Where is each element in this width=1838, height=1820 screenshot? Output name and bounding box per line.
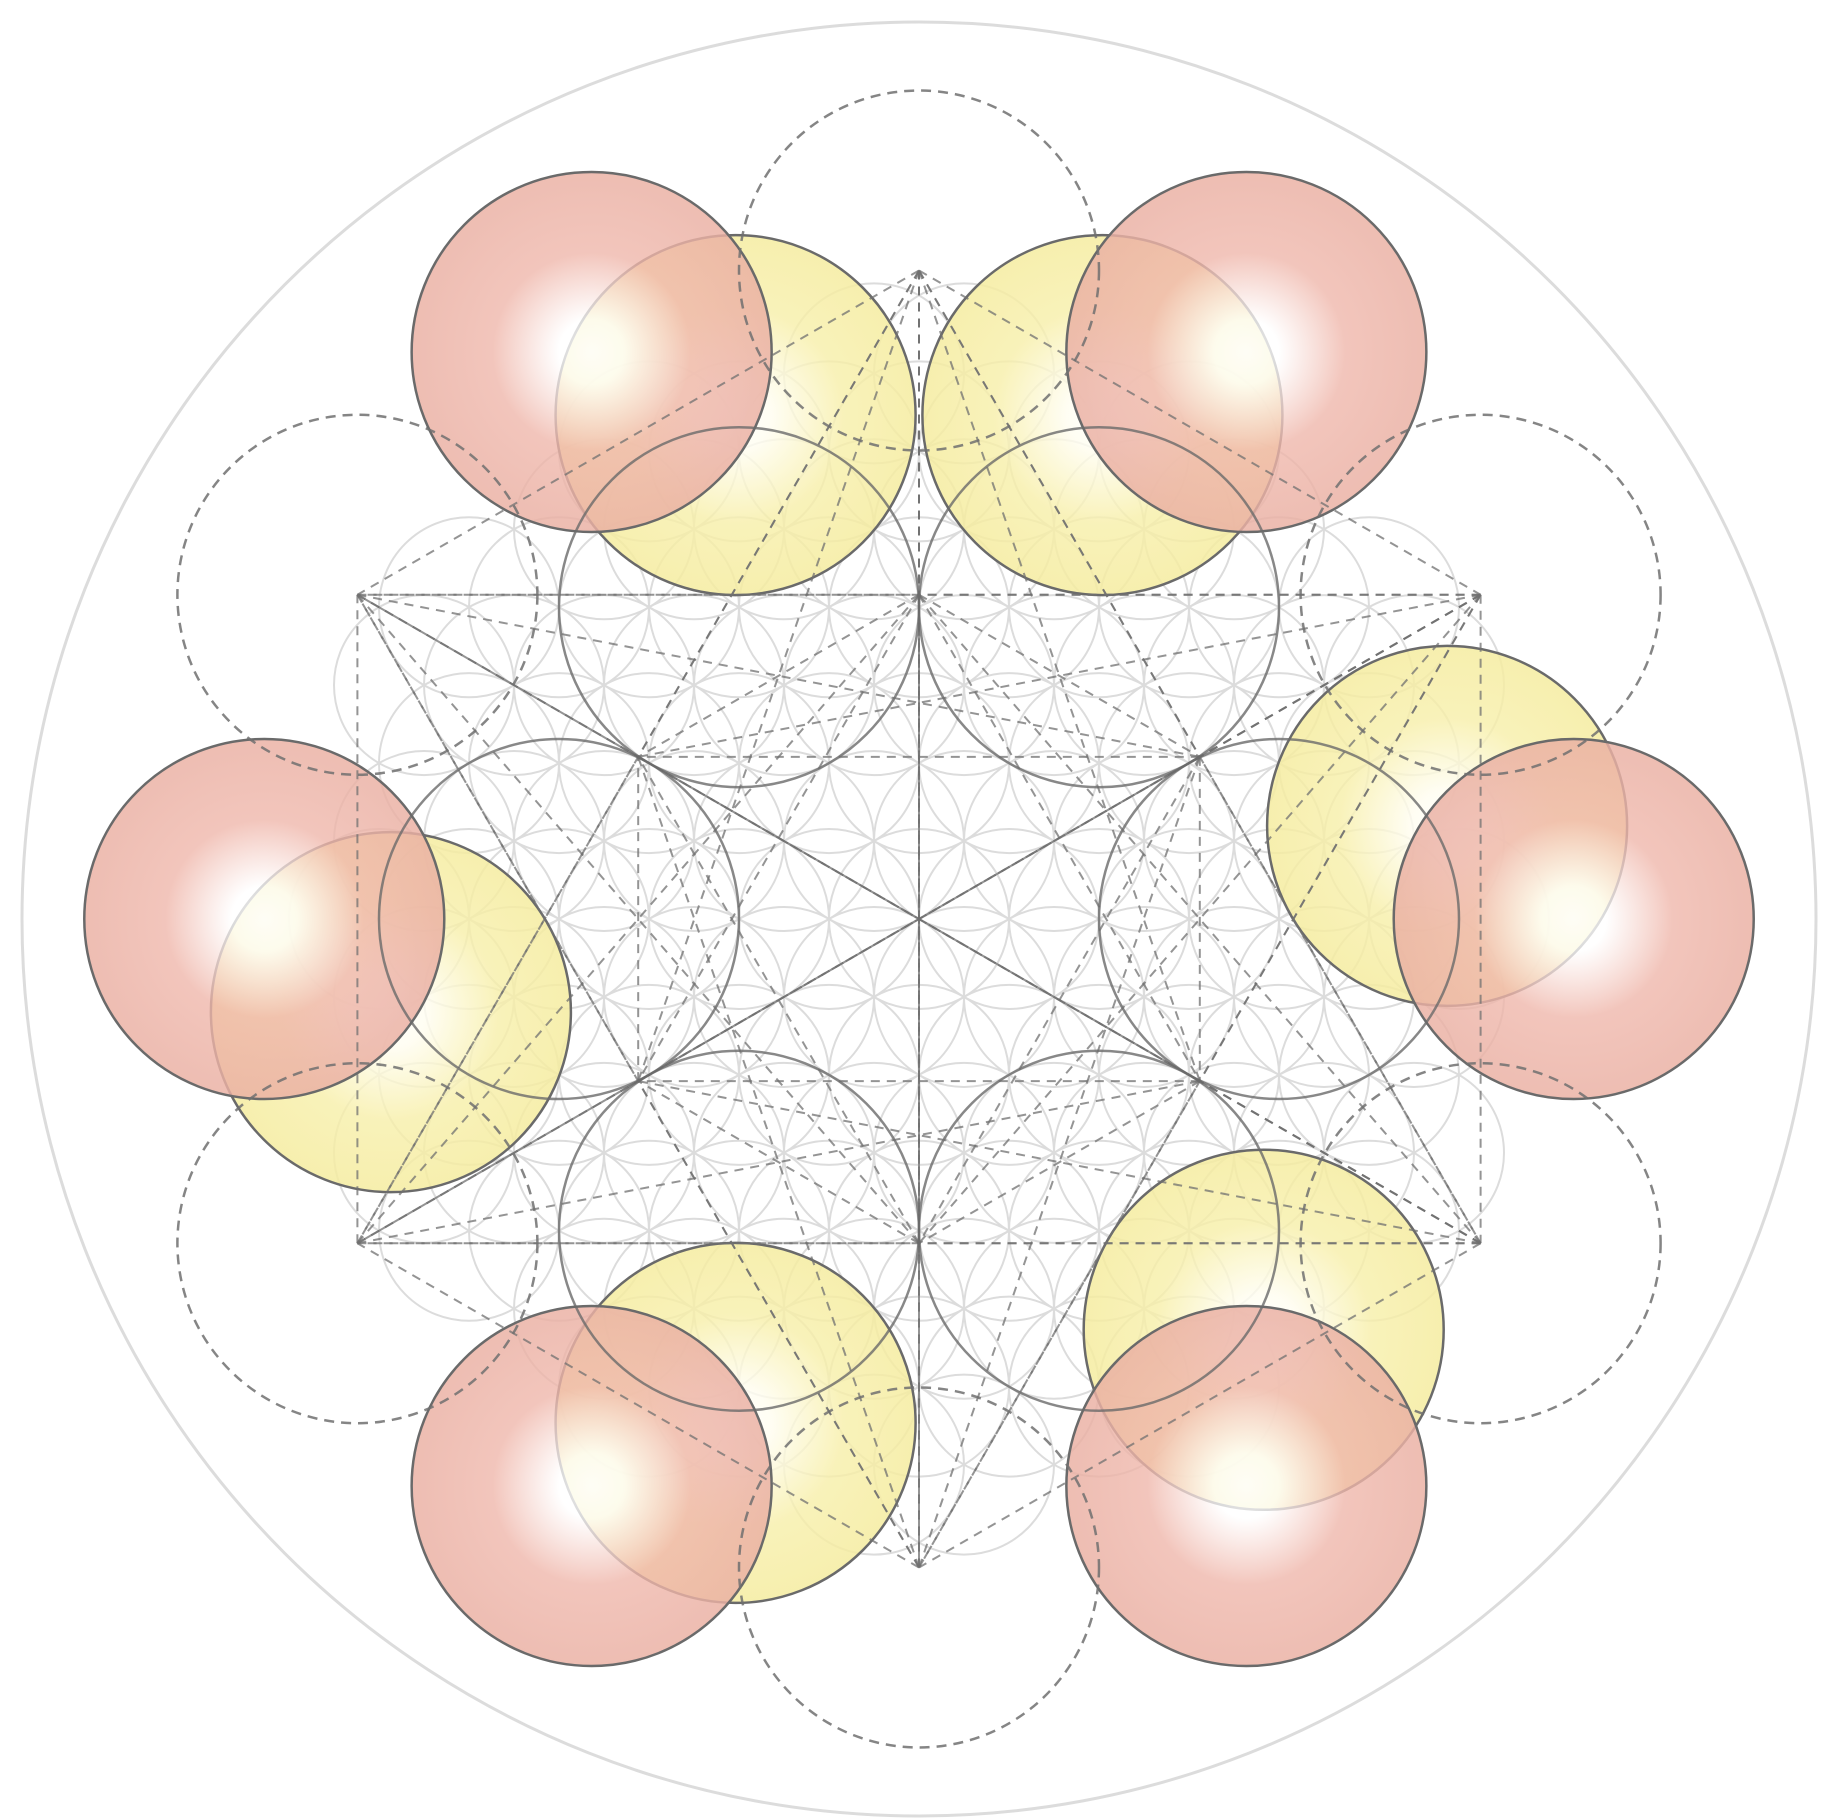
dashed-line (918, 1242, 1482, 1569)
outer-boundary-layer (20, 20, 1818, 1818)
dashed-line (356, 1080, 639, 1245)
dashed-line (918, 270, 1201, 758)
red-spheres-layer (83, 170, 1755, 1668)
red-sphere (410, 170, 773, 534)
dashed-line (637, 1080, 920, 1245)
red-sphere (83, 737, 446, 1101)
dashed-line (356, 594, 640, 1082)
dashed-line (356, 1242, 920, 1569)
red-sphere (1392, 737, 1755, 1101)
dashed-line (637, 1080, 920, 1568)
outer-boundary-circle (20, 20, 1818, 1818)
dashed-line (356, 593, 639, 758)
dashed-circles-layer (176, 89, 1662, 1749)
dashed-line (637, 593, 920, 758)
dashed-line (637, 756, 1201, 1082)
red-sphere (410, 1304, 773, 1668)
dashed-line (918, 269, 1482, 596)
red-sphere (1065, 1304, 1428, 1668)
dashed-line (356, 756, 640, 1244)
dashed-line (637, 270, 920, 758)
dashed-line (918, 1080, 1201, 1568)
dashed-line (918, 593, 1201, 758)
dashed-circle (176, 1061, 539, 1425)
dashed-circle (737, 1386, 1101, 1749)
inner-ring-layer (377, 425, 1461, 1413)
inner-ring-circle (557, 425, 921, 789)
dashed-circle (1299, 1061, 1662, 1425)
inner-ring-circle (377, 737, 741, 1101)
dashed-line (1198, 594, 1482, 1082)
dashed-line (918, 1080, 1201, 1245)
dashed-line (1198, 756, 1482, 1244)
dashed-line (356, 269, 920, 596)
red-sphere (1065, 170, 1428, 534)
dashed-circle (176, 413, 539, 777)
dashed-circle (737, 89, 1101, 452)
dashed-circle (1299, 413, 1662, 777)
dashed-line (637, 756, 920, 1244)
inner-ring-circle (557, 1049, 921, 1413)
inner-ring-circle (1097, 737, 1461, 1101)
